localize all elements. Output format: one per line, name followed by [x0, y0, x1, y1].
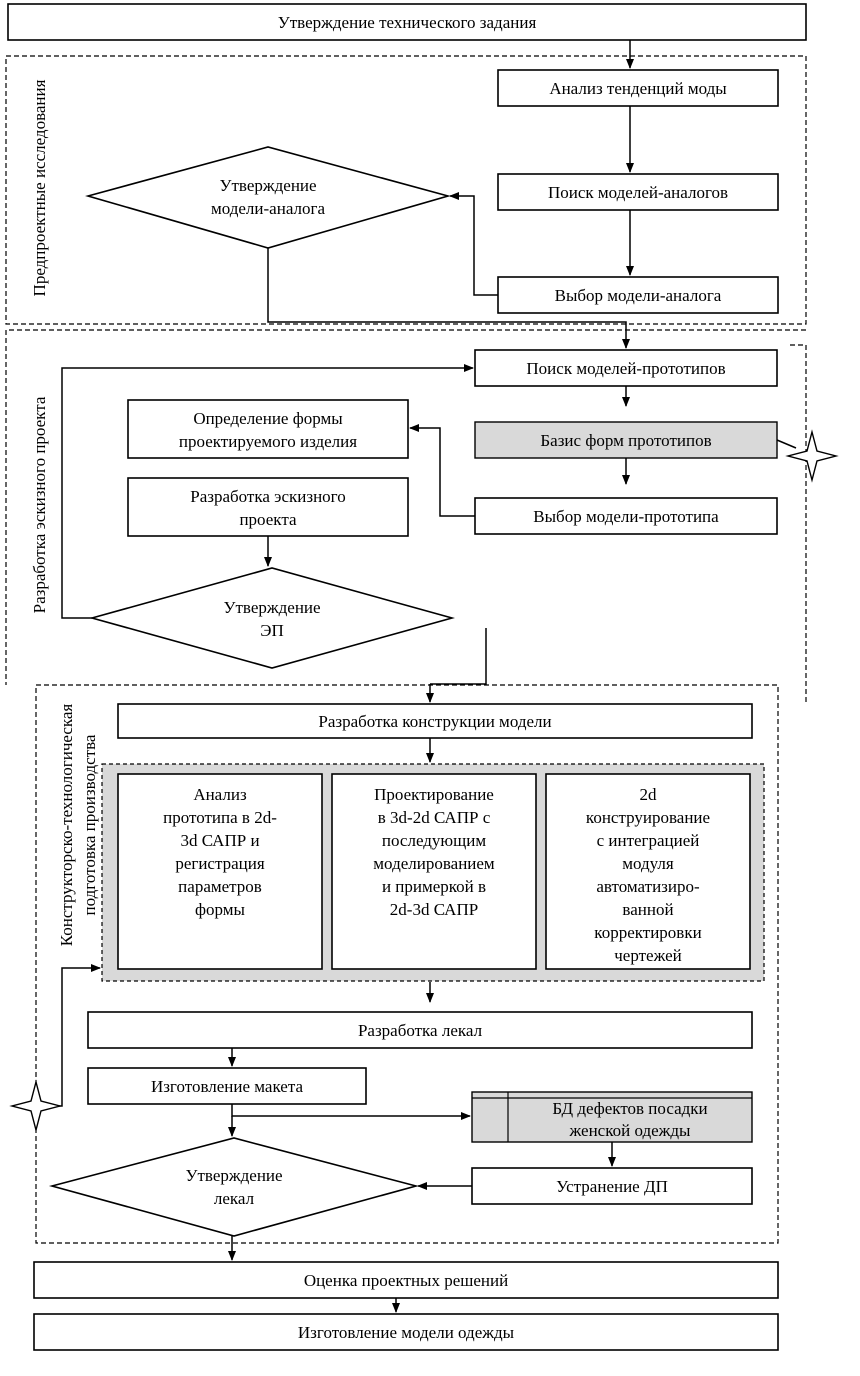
stage-pre-design-label: Предпроектные исследования [30, 79, 49, 296]
arrow-approve-sketch-to-construction [430, 628, 487, 685]
stage-tech-prep-label-line-2: подготовка производства [80, 734, 99, 915]
stage-pre-design-frame [5, 55, 807, 325]
node-approve-sketch: Утверждение ЭП [89, 567, 455, 669]
option-2-line-1: Проектирование [374, 785, 494, 804]
node-approve-sketch-label-2: ЭП [260, 621, 284, 640]
node-prototype-forms-base-label: Базис форм прототипов [540, 431, 711, 450]
option-2-line-5: и примеркой в [382, 877, 486, 896]
option-3-line-3: с интеграцией [597, 831, 700, 850]
option-1-line-5: параметров [178, 877, 262, 896]
node-approve-spec: Утверждение технического задания [7, 3, 807, 41]
connectors [42, 40, 797, 1313]
node-fit-defects-db: БД дефектов посадки женской одежды [471, 1091, 753, 1143]
node-approve-analog: Утверждение модели-аналога [85, 146, 451, 249]
arrow-approve-analog-to-prototypes [267, 248, 630, 349]
option-3-line-8: чертежей [614, 946, 682, 965]
node-choose-prototype-label: Выбор модели-прототипа [533, 507, 719, 526]
node-fashion-trends-label: Анализ тенденций моды [549, 79, 727, 98]
node-search-analogs-label: Поиск моделей-аналогов [548, 183, 728, 202]
star-icon-left [9, 1079, 63, 1133]
option-3-line-6: ванной [622, 900, 673, 919]
option-2-line-4: моделированием [373, 854, 495, 873]
node-approve-sketch-label-1: Утверждение [223, 598, 320, 617]
option-2-line-6: 2d-3d САПР [390, 900, 478, 919]
option-3-line-5: автоматизиро- [596, 877, 700, 896]
option-1-line-4: регистрация [175, 854, 265, 873]
option-1-line-3: 3d САПР и [180, 831, 259, 850]
node-make-garment: Изготовление модели одежды [33, 1313, 779, 1351]
option-3-text: 2d конструирование с интеграцией модуля … [586, 785, 710, 965]
node-form-definition: Определение формы проектируемого изделия [127, 399, 409, 459]
option-2-text: Проектирование в 3d-2d САПР с последующи… [373, 785, 495, 919]
node-form-definition-label-2: проектируемого изделия [179, 432, 357, 451]
node-approve-analog-label-2: модели-аналога [211, 199, 325, 218]
node-choose-prototype: Выбор модели-прототипа [474, 497, 778, 535]
arrow-choose-to-approve-analog [449, 192, 498, 296]
node-evaluate-solutions-label: Оценка проектных решений [304, 1271, 508, 1290]
option-2-line-2: в 3d-2d САПР с [378, 808, 491, 827]
stage-sketch-design-frame [5, 329, 807, 705]
node-search-prototypes: Поиск моделей-прототипов [474, 349, 778, 387]
option-3-line-1: 2d [640, 785, 658, 804]
node-choose-analog-label: Выбор модели-аналога [555, 286, 722, 305]
node-search-prototypes-label: Поиск моделей-прототипов [526, 359, 725, 378]
stage-sketch-design-label: Разработка эскизного проекта [30, 396, 49, 613]
arrow-choose-prototype-to-form [409, 424, 475, 517]
node-fit-defects-db-label-2: женской одежды [569, 1121, 692, 1140]
node-pattern-development: Разработка лекал [87, 1011, 753, 1049]
node-mockup-making-label: Изготовление макета [151, 1077, 304, 1096]
node-form-definition-label-1: Определение формы [193, 409, 343, 428]
node-search-analogs: Поиск моделей-аналогов [497, 173, 779, 211]
node-approve-patterns-label-2: лекал [214, 1189, 255, 1208]
node-fix-defects: Устранение ДП [471, 1167, 753, 1205]
design-options-group: Анализ прототипа в 2d- 3d САПР и регистр… [101, 763, 765, 982]
node-fit-defects-db-label-1: БД дефектов посадки [552, 1099, 707, 1118]
node-approve-spec-label: Утверждение технического задания [278, 13, 537, 32]
node-fix-defects-label: Устранение ДП [556, 1177, 668, 1196]
node-pattern-development-label: Разработка лекал [358, 1021, 483, 1040]
arrow-mockup-to-db [231, 1104, 471, 1120]
node-prototype-forms-base: Базис форм прототипов [474, 421, 778, 459]
node-approve-patterns: Утверждение лекал [48, 1137, 420, 1237]
node-choose-analog: Выбор модели-аналога [497, 276, 779, 314]
node-construction-development-label: Разработка конструкции модели [318, 712, 551, 731]
node-sketch-development: Разработка эскизного проекта [127, 477, 409, 537]
option-1-line-2: прототипа в 2d- [163, 808, 277, 827]
stage-tech-prep-label-line-1: Конструкторско-технологическая [57, 704, 76, 947]
line-base-to-star [776, 439, 797, 449]
option-3-line-2: конструирование [586, 808, 710, 827]
option-1-line-1: Анализ [193, 785, 247, 804]
node-sketch-development-label-2: проекта [239, 510, 297, 529]
node-evaluate-solutions: Оценка проектных решений [33, 1261, 779, 1299]
node-make-garment-label: Изготовление модели одежды [298, 1323, 515, 1342]
node-sketch-development-label-1: Разработка эскизного [190, 487, 345, 506]
node-fashion-trends: Анализ тенденций моды [497, 69, 779, 107]
node-approve-patterns-label-1: Утверждение [185, 1166, 282, 1185]
option-3-line-4: модуля [622, 854, 674, 873]
option-3-line-7: корректировки [594, 923, 701, 942]
arrow-approve-sketch-feedback [61, 364, 474, 619]
option-1-line-6: формы [195, 900, 246, 919]
option-2-line-3: последующим [382, 831, 486, 850]
node-approve-analog-label-1: Утверждение [219, 176, 316, 195]
stage-tech-prep-frame [35, 684, 779, 1244]
star-icon-right [785, 429, 839, 483]
option-1-text: Анализ прототипа в 2d- 3d САПР и регистр… [163, 785, 277, 919]
node-mockup-making: Изготовление макета [87, 1067, 367, 1105]
node-construction-development: Разработка конструкции модели [117, 703, 753, 739]
